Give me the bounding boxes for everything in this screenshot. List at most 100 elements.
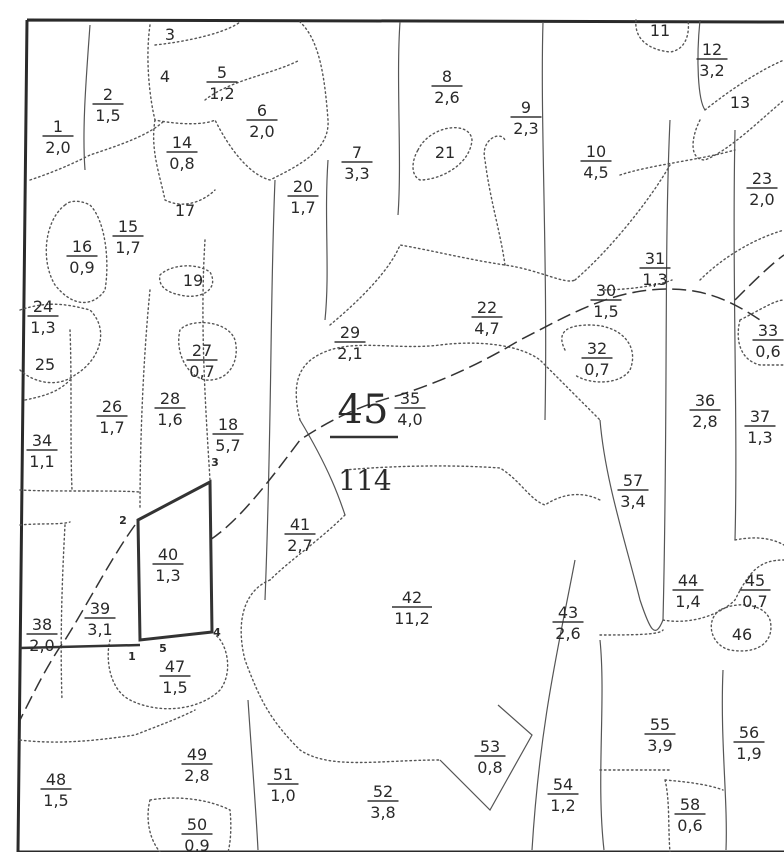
parcel-28[interactable]: 281,6 [154,389,186,429]
parcel-21[interactable]: 21 [435,143,455,162]
parcel-area: 2,3 [513,119,538,138]
parcel-23[interactable]: 232,0 [746,169,778,209]
parcel-number: 21 [435,143,455,162]
parcel-number: 7 [352,143,362,162]
parcel-45[interactable]: 450,7 [739,571,771,611]
parcel-13[interactable]: 13 [730,93,750,112]
parcel-area: 1,0 [270,786,295,805]
parcel-number: 31 [645,249,665,268]
parcel-41[interactable]: 412,7 [284,515,316,555]
parcel-8[interactable]: 82,6 [431,67,463,107]
parcel-38[interactable]: 382,0 [26,615,58,655]
parcel-29[interactable]: 292,1 [334,323,366,363]
parcel-number: 15 [118,217,138,236]
parcel-area: 1,5 [162,678,187,697]
parcel-number: 39 [90,599,110,618]
parcel-19[interactable]: 19 [183,271,203,290]
solid-boundaries [83,19,737,851]
parcel-4[interactable]: 4 [160,67,170,86]
parcel-area: 0,8 [477,758,502,777]
parcel-9[interactable]: 92,3 [510,98,542,138]
parcel-40[interactable]: 401,3 [152,545,184,585]
allotted-plot-boundary [136,479,214,642]
parcel-number: 24 [33,297,53,316]
parcel-number: 13 [730,93,750,112]
parcel-58[interactable]: 580,6 [674,795,706,835]
quarter-area: 114 [338,464,391,497]
parcel-47[interactable]: 471,5 [159,657,191,697]
parcel-31[interactable]: 311,3 [639,249,671,289]
parcel-43[interactable]: 432,6 [552,603,584,643]
parcel-52[interactable]: 523,8 [367,782,399,822]
parcel-37[interactable]: 371,3 [744,407,776,447]
parcel-number: 18 [218,415,238,434]
parcel-number: 1 [53,117,63,136]
parcel-53[interactable]: 530,8 [474,737,506,777]
parcel-35[interactable]: 354,0 [394,389,426,429]
plot-corner-2: 2 [119,514,127,527]
parcel-44[interactable]: 441,4 [672,571,704,611]
parcel-3[interactable]: 3 [165,25,175,44]
parcel-51[interactable]: 511,0 [267,765,299,805]
parcel-number: 3 [165,25,175,44]
parcel-area: 0,7 [584,360,609,379]
parcel-area: 3,9 [647,736,672,755]
parcel-36[interactable]: 362,8 [689,391,721,431]
parcel-number: 40 [158,545,178,564]
parcel-number: 17 [175,201,195,220]
parcel-number: 5 [217,63,227,82]
parcel-17[interactable]: 17 [175,201,195,220]
parcel-number: 42 [402,588,422,607]
parcel-2[interactable]: 21,5 [92,85,124,125]
parcel-46[interactable]: 46 [732,625,752,644]
parcel-area: 1,3 [155,566,180,585]
parcel-area: 3,1 [87,620,112,639]
parcel-49[interactable]: 492,8 [181,745,213,785]
parcel-5[interactable]: 51,2 [206,63,238,103]
parcel-39[interactable]: 393,1 [84,599,116,639]
parcel-area: 3,8 [370,803,395,822]
parcel-34[interactable]: 341,1 [26,431,58,471]
parcel-15[interactable]: 151,7 [112,217,144,257]
parcel-48[interactable]: 481,5 [40,770,72,810]
parcel-54[interactable]: 541,2 [547,775,579,815]
plot-corner-3: 3 [211,456,219,469]
parcel-16[interactable]: 160,9 [66,237,98,277]
parcel-area: 2,0 [45,138,70,157]
parcel-55[interactable]: 553,9 [644,715,676,755]
parcel-6[interactable]: 62,0 [246,101,278,141]
parcel-1[interactable]: 12,0 [42,117,74,157]
parcel-25[interactable]: 25 [35,355,55,374]
parcel-area: 1,5 [95,106,120,125]
parcel-area: 1,1 [29,452,54,471]
parcel-area: 4,7 [474,319,499,338]
parcel-area: 3,4 [620,492,645,511]
parcel-number: 6 [257,101,267,120]
parcel-57[interactable]: 573,4 [617,471,649,511]
parcel-area: 0,9 [69,258,94,277]
parcel-50[interactable]: 500,9 [181,815,213,852]
parcel-10[interactable]: 104,5 [580,142,612,182]
plot-corner-4: 4 [213,626,221,639]
parcel-26[interactable]: 261,7 [96,397,128,437]
parcel-18[interactable]: 185,7 [212,415,244,455]
parcel-number: 55 [650,715,670,734]
parcel-33[interactable]: 330,6 [752,321,784,361]
parcel-11[interactable]: 11 [650,21,670,40]
parcel-27[interactable]: 270,7 [186,341,218,381]
parcel-24[interactable]: 241,3 [27,297,59,337]
parcel-12[interactable]: 123,2 [696,40,728,80]
parcel-20[interactable]: 201,7 [287,177,319,217]
parcel-area: 1,3 [642,270,667,289]
parcel-7[interactable]: 73,3 [341,143,373,183]
parcel-area: 0,6 [677,816,702,835]
parcel-14[interactable]: 140,8 [166,133,198,173]
parcel-56[interactable]: 561,9 [733,723,765,763]
parcel-32[interactable]: 320,7 [581,339,613,379]
parcel-30[interactable]: 301,5 [590,281,622,321]
parcel-number: 47 [165,657,185,676]
parcel-area: 1,2 [209,84,234,103]
parcel-22[interactable]: 224,7 [471,298,503,338]
